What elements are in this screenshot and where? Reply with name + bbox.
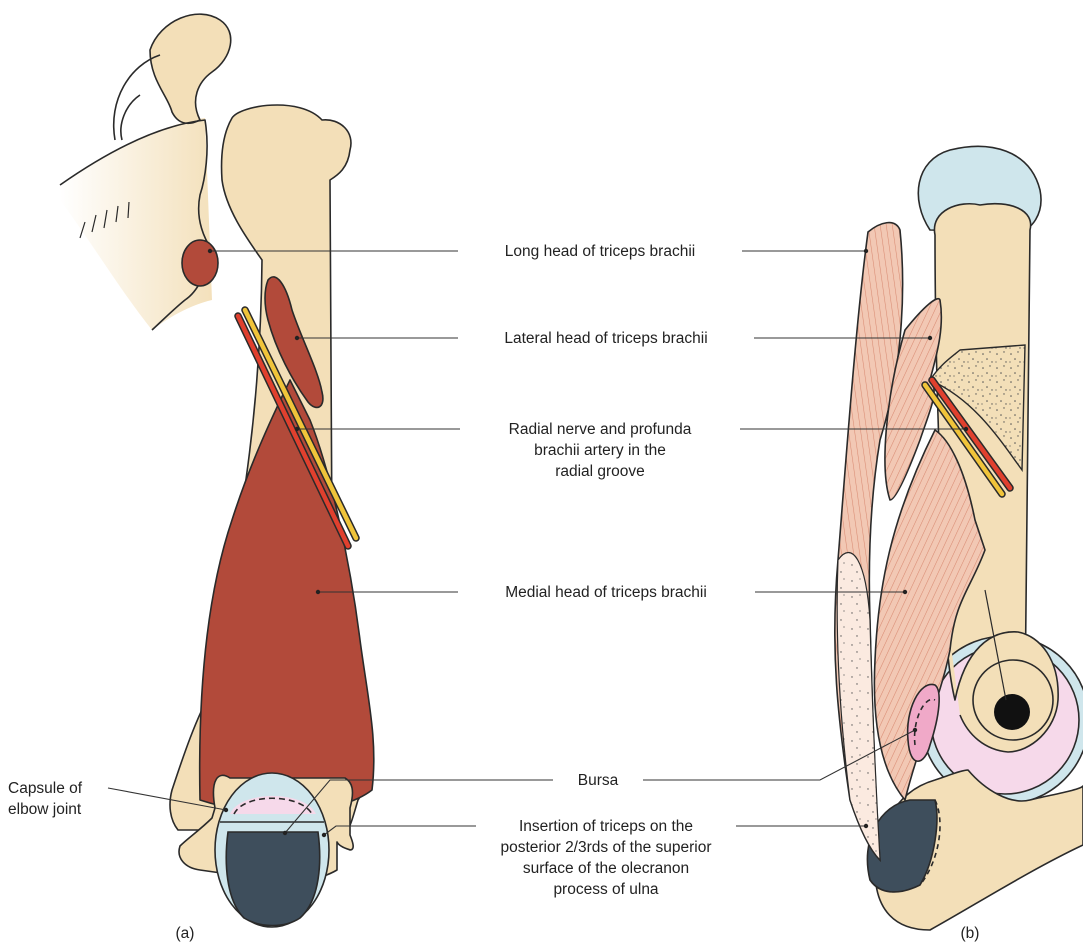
label-insertion-line3: surface of the olecranon: [523, 860, 689, 877]
label-radial-nerve-line3: radial groove: [555, 463, 645, 480]
label-radial-nerve-line2: brachii artery in the: [534, 442, 666, 459]
label-lateral-head: Lateral head of triceps brachii: [504, 330, 707, 347]
label-insertion-line4: process of ulna: [553, 881, 658, 898]
acromion: [150, 14, 231, 123]
long-head-origin: [182, 240, 218, 286]
label-capsule-line2: elbow joint: [8, 801, 82, 818]
panel-b-illustration: [835, 146, 1083, 930]
condyle-dark: [994, 694, 1030, 730]
label-long-head: Long head of triceps brachii: [505, 243, 695, 260]
label-medial-head: Medial head of triceps brachii: [505, 584, 707, 601]
panel-a-illustration: [60, 14, 374, 927]
label-insertion-line2: posterior 2/3rds of the superior: [500, 839, 711, 856]
label-radial-nerve-line1: Radial nerve and profunda: [509, 421, 692, 438]
label-insertion-line1: Insertion of triceps on the: [519, 818, 693, 835]
label-capsule-line1: Capsule of: [8, 780, 83, 797]
label-bursa: Bursa: [578, 772, 619, 789]
long-head-stipple: [837, 553, 880, 861]
panel-label-a: (a): [176, 925, 195, 942]
scapula-shadow: [60, 118, 212, 330]
medial-head: [200, 380, 374, 812]
panel-label-b: (b): [961, 925, 980, 942]
olecranon-insertion: [226, 832, 319, 926]
